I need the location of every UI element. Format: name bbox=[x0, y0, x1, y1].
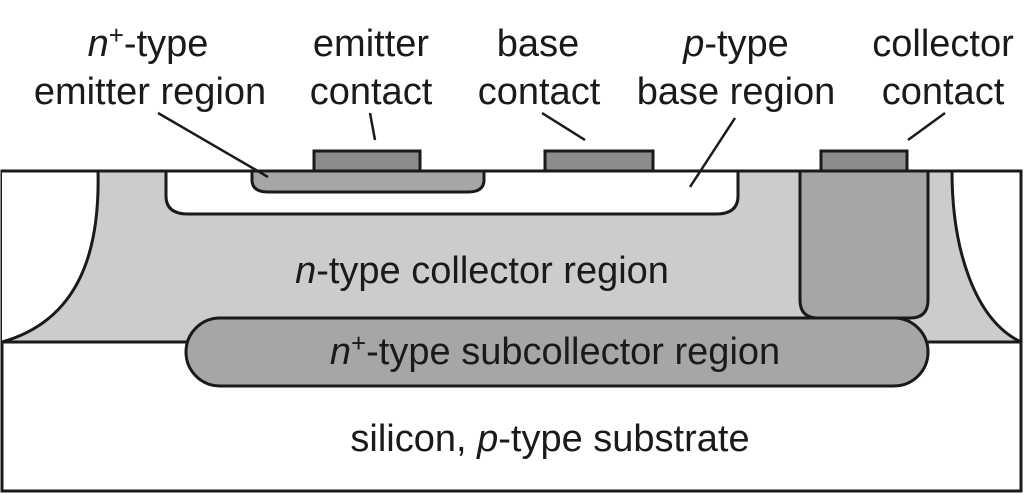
base-contact-leader bbox=[541, 111, 586, 142]
base-contact-label-line2: contact bbox=[478, 71, 601, 113]
emitter-region bbox=[250, 169, 486, 194]
base-region-label-line2: base region bbox=[637, 71, 836, 113]
collector-contact-label-line1: collector bbox=[872, 23, 1014, 65]
emitter-region-label-line1: n+-type bbox=[88, 20, 209, 65]
emitter-contact-label-line2: contact bbox=[310, 71, 433, 113]
emitter-region-leader bbox=[157, 111, 269, 179]
subcollector-region bbox=[184, 316, 930, 388]
base-region-leader bbox=[688, 117, 737, 188]
base-region-label-line1: p-type bbox=[682, 23, 789, 65]
base-contact bbox=[543, 149, 655, 173]
collector-region bbox=[2, 171, 99, 342]
collector-contact bbox=[819, 149, 909, 173]
collector-contact-leader bbox=[907, 111, 946, 142]
collector-contact-label-line2: contact bbox=[882, 71, 1005, 113]
collector-plug-region bbox=[798, 169, 930, 320]
base-contact-label-line1: base bbox=[497, 23, 579, 65]
emitter-region-label-line2: emitter region bbox=[34, 71, 266, 113]
emitter-contact-leader bbox=[368, 112, 377, 141]
subcollector-region-label: n+-type subcollector region bbox=[330, 328, 780, 373]
emitter-contact-label-line1: emitter bbox=[313, 23, 429, 65]
substrate-label: silicon, p-type substrate bbox=[350, 418, 749, 460]
emitter-contact bbox=[312, 149, 422, 173]
collector-region-label: n-type collector region bbox=[295, 250, 669, 292]
